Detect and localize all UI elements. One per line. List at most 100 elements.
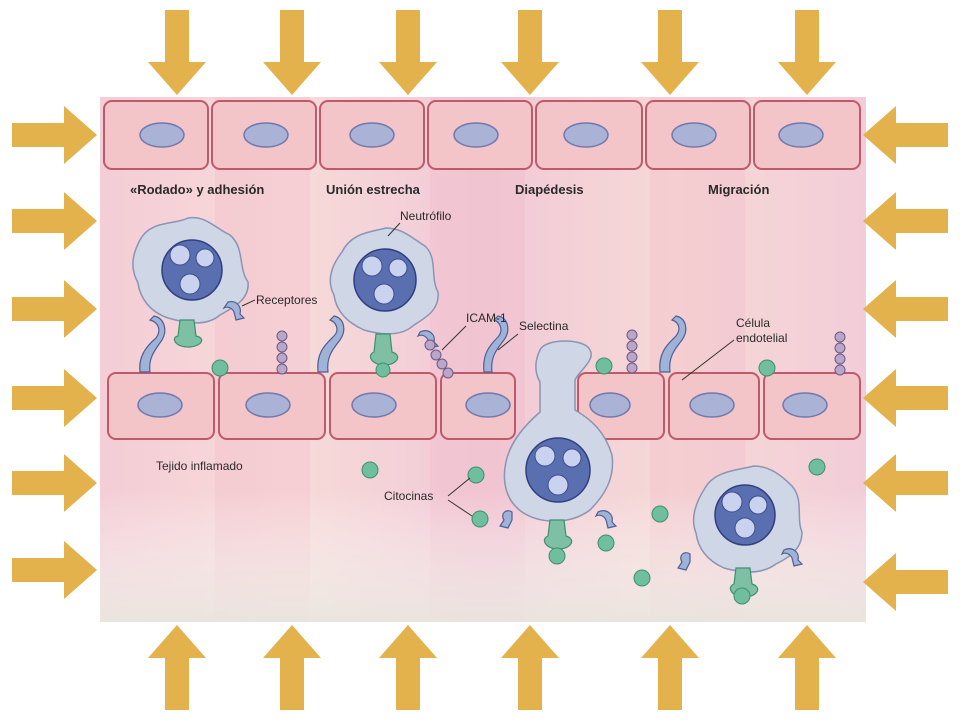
receptor-icon [677,552,691,571]
arrow-icon [641,625,699,710]
icam-bead [626,351,638,363]
leader-line [447,499,473,517]
arrow-icon [863,106,948,164]
leader-line [447,477,471,497]
arrow-icon [263,10,321,95]
nucleus-lobe [562,448,582,468]
nucleus-lobe [388,258,408,278]
arrow-icon [778,625,836,710]
icam-bead [276,352,288,364]
cell-nucleus [453,122,499,148]
leader-line [497,333,519,351]
icam-bead [276,330,288,342]
arrow-icon [12,541,97,599]
stage-label-migration: Migración [708,182,769,197]
nucleus-lobe [169,244,191,266]
nucleus-lobe [534,445,556,467]
label-neutrofilo: Neutrófilo [400,209,452,223]
label-icam: ICAM-1 [466,311,507,325]
cell-nucleus [351,392,397,418]
cytokine-icon [375,362,391,378]
arrow-icon [778,10,836,95]
icam-bead [436,358,448,370]
icam-bead [442,367,454,379]
icam-bead [430,349,442,361]
arrow-icon [501,10,559,95]
cell-nucleus [245,392,291,418]
icam-bead [834,342,846,354]
leader-line [387,222,401,237]
bottom-endothelium [107,372,861,440]
stage-labels: «Rodado» y adhesión Unión estrecha Diapé… [130,182,769,197]
label-tejido: Tejido inflamado [156,459,243,473]
nucleus-lobe [361,255,383,277]
cytokine-icon [211,359,229,377]
arrow-icon [379,10,437,95]
pressure-arrows [12,10,948,710]
selectin-icon [483,315,509,373]
cytokine-icon [467,466,485,484]
label-citocinas: Citocinas [384,489,433,503]
selectin-icon [659,315,687,373]
cytokine-icon [361,461,379,479]
cytokines [211,357,826,587]
leader-line [441,325,467,351]
arrow-icon [863,280,948,338]
arrow-icon [12,369,97,427]
cell-nucleus [137,392,183,418]
nucleus-lobe [373,283,395,305]
icam-chain [626,329,638,374]
cytokine-icon [548,547,566,565]
receptor-icon [780,548,804,567]
cell-nucleus [139,122,185,148]
leader-line [241,299,256,307]
selectin-icon [317,315,345,373]
cell-nucleus [589,392,631,418]
arrow-icon [148,10,206,95]
label-selectina: Selectina [519,319,569,333]
selectin-icon [139,315,166,373]
icam-bead [626,329,638,341]
icam-bead [834,353,846,365]
selectins [139,301,804,571]
cytokine-icon [633,569,651,587]
arrow-icon [12,106,97,164]
icam-chain [276,330,288,375]
label-celula-line1: Célula [736,316,770,330]
icam-bead [424,339,436,351]
label-receptores: Receptores [256,293,317,307]
icam-bead [834,331,846,343]
nucleus-lobe [195,248,215,268]
icam-bead [834,364,846,376]
cytokine-icon [808,458,826,476]
arrow-icon [863,369,948,427]
icam-bead [276,363,288,375]
arrow-icon [263,625,321,710]
neutrophil-migration [692,465,803,605]
cell-nucleus [778,122,824,148]
arrow-icon [863,454,948,512]
cytokine-icon [471,510,489,528]
icam-chain [834,331,846,376]
icam-chains [276,329,846,379]
nucleus-lobe [179,273,201,295]
cytokine-icon [733,587,751,605]
cytokine-icon [597,534,615,552]
cell-nucleus [563,122,609,148]
receptor-icon [499,510,513,529]
nucleus-lobe [721,491,743,513]
diagram-panel [100,97,866,622]
neutrophil-rolling [132,216,249,348]
cell-nucleus [782,392,828,418]
icam-bead [626,340,638,352]
cell-nucleus [243,122,289,148]
icam-bead [276,341,288,353]
cytokine-icon [651,505,669,523]
icam-chain [424,339,454,379]
label-celula-line2: endotelial [736,331,787,345]
cytokine-icon [758,359,776,377]
neutrophil-tight-binding [329,227,439,378]
cytokine-icon [595,357,613,375]
icam-bead [626,362,638,374]
